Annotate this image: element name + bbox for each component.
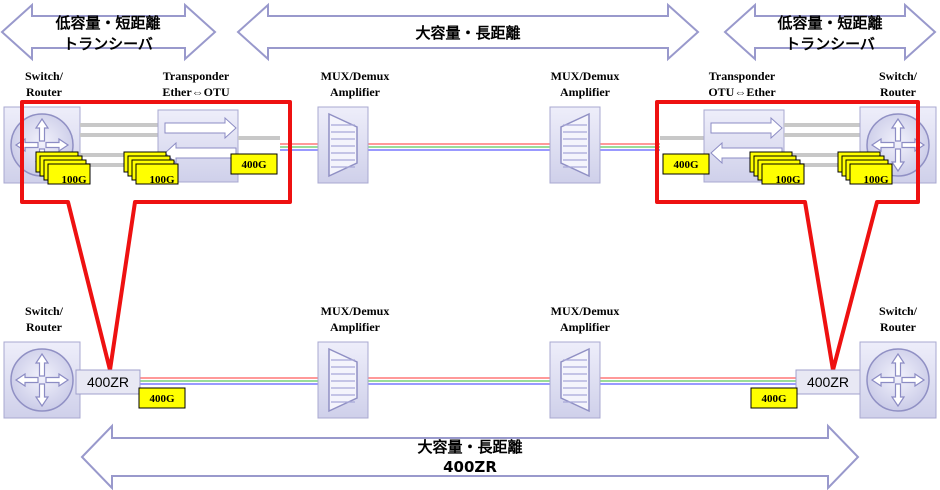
mux-label-bottom-right-1: MUX/Demux: [551, 304, 620, 318]
highlight-callout-right: [655, 100, 920, 372]
module-400g-bottom-left: [138, 387, 186, 409]
tag-400g-top-left: 400G: [241, 159, 267, 171]
tag-100g-1: 100G: [61, 174, 87, 186]
transponder-label-left-1: Transponder: [163, 69, 230, 83]
mux-icon-top-left: [317, 106, 369, 184]
long-haul-label-bottom-1: 大容量・長距離: [417, 438, 522, 456]
short-reach-label-right-1: 低容量・短距離: [776, 14, 882, 32]
module-400zr-right: [795, 369, 861, 395]
module-400g-top-left: [230, 153, 278, 175]
long-haul-label-top: 大容量・長距離: [415, 24, 520, 42]
module-400zr-left-label: 400ZR: [87, 374, 129, 390]
long-haul-arrow-bottom: [80, 423, 860, 490]
tag-100g-4: 100G: [863, 174, 889, 186]
tag-100g-3: 100G: [775, 174, 801, 186]
transponder-label-right-2: OTU⇔Ether: [708, 85, 776, 99]
switch-label-bottom-right-2: Router: [880, 320, 917, 334]
tag-400g-top-right: 400G: [673, 159, 699, 171]
mux-icon-top-right: [549, 106, 601, 184]
router-icon-bottom-left: [3, 341, 81, 419]
module-400g-bottom-right: [750, 387, 798, 409]
mux-label-bottom-right-2: Amplifier: [560, 320, 611, 334]
switch-label-bottom-right-1: Switch/: [879, 304, 918, 318]
short-reach-arrow-right: [723, 2, 937, 62]
short-reach-label-left-1: 低容量・短距離: [54, 14, 160, 32]
long-haul-arrow-top: [236, 2, 700, 62]
switch-label-top-left-2: Router: [26, 85, 63, 99]
router-icon-bottom-right: [859, 341, 937, 419]
fiber-bottom: [140, 377, 800, 385]
mux-icon-bottom-left: [317, 341, 369, 419]
client-links-left: [80, 123, 158, 167]
switch-label-bottom-left-2: Router: [26, 320, 63, 334]
long-haul-label-bottom-2: 400ZR: [443, 458, 497, 476]
transponder-label-right-1: Transponder: [709, 69, 776, 83]
mux-label-bottom-left-1: MUX/Demux: [321, 304, 390, 318]
module-400g-top-right: [662, 153, 710, 175]
tag-400g-bottom-left: 400G: [149, 393, 175, 405]
switch-label-top-right-1: Switch/: [879, 69, 918, 83]
mux-label-bottom-left-2: Amplifier: [330, 320, 381, 334]
line-link-left: [238, 136, 280, 140]
mux-label-top-right-2: Amplifier: [560, 85, 611, 99]
short-reach-label-left-2: トランシーバ: [63, 35, 153, 53]
tag-400g-bottom-right: 400G: [761, 393, 787, 405]
mux-icon-bottom-right: [549, 341, 601, 419]
module-400zr-left: [75, 369, 141, 395]
switch-label-bottom-left-1: Switch/: [25, 304, 64, 318]
transponder-label-left-2: Ether⇔OTU: [162, 85, 230, 99]
mux-label-top-left-2: Amplifier: [330, 85, 381, 99]
short-reach-label-right-2: トランシーバ: [785, 35, 875, 53]
line-link-right: [660, 136, 704, 140]
switch-label-top-right-2: Router: [880, 85, 917, 99]
client-links-right: [784, 123, 862, 167]
module-400zr-right-label: 400ZR: [807, 374, 849, 390]
mux-label-top-left-1: MUX/Demux: [321, 69, 390, 83]
tag-100g-2: 100G: [149, 174, 175, 186]
highlight-callout-left: [20, 100, 292, 372]
switch-label-top-left-1: Switch/: [25, 69, 64, 83]
short-reach-arrow-left: [0, 2, 217, 62]
mux-label-top-right-1: MUX/Demux: [551, 69, 620, 83]
